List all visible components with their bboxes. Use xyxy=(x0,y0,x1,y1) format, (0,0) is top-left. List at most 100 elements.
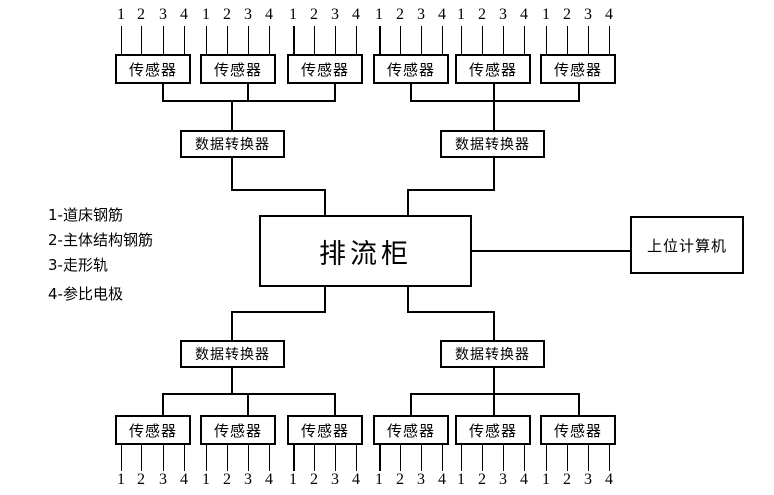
sensor-box[interactable]: 传感器 xyxy=(455,54,531,84)
sensor-box[interactable]: 传感器 xyxy=(115,54,191,84)
port-tick xyxy=(248,445,249,471)
port-number: 4 xyxy=(605,471,613,488)
port-tick xyxy=(356,445,357,471)
port-number: 2 xyxy=(396,6,404,23)
sensor-bus-line xyxy=(162,393,336,395)
data-converter-box[interactable]: 数据转换器 xyxy=(180,340,285,368)
converter-to-bus-line xyxy=(231,368,233,395)
converter-to-hub-line xyxy=(493,158,495,191)
drainage-cabinet-box[interactable]: 排流柜 xyxy=(259,215,472,287)
data-converter-box[interactable]: 数据转换器 xyxy=(440,340,545,368)
hub-to-converter-line xyxy=(407,311,495,313)
port-number: 4 xyxy=(352,6,360,23)
port-tick xyxy=(227,445,228,471)
converter-to-hub-line xyxy=(231,158,233,191)
port-number: 4 xyxy=(438,471,446,488)
port-tick xyxy=(184,26,185,54)
port-number: 3 xyxy=(159,6,167,23)
port-tick xyxy=(184,445,185,471)
sensor-drop-line xyxy=(578,393,580,415)
port-number: 1 xyxy=(457,471,465,488)
port-tick xyxy=(141,26,142,54)
port-number: 1 xyxy=(375,6,383,23)
port-number: 3 xyxy=(331,6,339,23)
sensor-box[interactable]: 传感器 xyxy=(540,415,616,445)
port-number: 1 xyxy=(289,6,297,23)
sensor-bus-line xyxy=(410,100,580,102)
bus-to-converter-line xyxy=(493,100,495,130)
sensor-box[interactable]: 传感器 xyxy=(200,54,276,84)
sensor-drop-line xyxy=(162,393,164,415)
sensor-box[interactable]: 传感器 xyxy=(200,415,276,445)
port-tick xyxy=(379,445,381,471)
port-number: 2 xyxy=(137,471,145,488)
port-tick xyxy=(293,445,295,471)
sensor-drop-line xyxy=(410,84,412,102)
port-tick xyxy=(609,26,610,54)
sensor-bus-line xyxy=(162,100,336,102)
data-converter-box[interactable]: 数据转换器 xyxy=(440,130,545,158)
port-tick xyxy=(400,445,401,471)
port-tick xyxy=(567,445,568,471)
sensor-box[interactable]: 传感器 xyxy=(287,54,363,84)
sensor-box[interactable]: 传感器 xyxy=(455,415,531,445)
hub-to-converter-line xyxy=(407,287,409,313)
port-tick xyxy=(400,26,401,54)
port-tick xyxy=(482,445,483,471)
port-number: 2 xyxy=(478,6,486,23)
port-tick xyxy=(442,26,443,54)
port-tick xyxy=(461,445,462,471)
port-tick xyxy=(335,26,336,54)
port-number: 3 xyxy=(417,471,425,488)
port-number: 1 xyxy=(202,471,210,488)
sensor-box[interactable]: 传感器 xyxy=(540,54,616,84)
port-tick xyxy=(314,26,315,54)
port-number: 2 xyxy=(310,6,318,23)
port-tick xyxy=(141,445,142,471)
port-number: 1 xyxy=(375,471,383,488)
sensor-box[interactable]: 传感器 xyxy=(287,415,363,445)
converter-to-hub-line xyxy=(231,189,326,191)
port-tick xyxy=(588,445,589,471)
port-tick xyxy=(421,445,422,471)
port-tick xyxy=(546,26,547,54)
port-tick xyxy=(293,26,295,54)
port-tick xyxy=(206,445,207,471)
port-number: 3 xyxy=(331,471,339,488)
port-tick xyxy=(121,26,122,54)
sensor-bus-line xyxy=(410,393,580,395)
converter-to-hub-line xyxy=(407,189,409,215)
port-number: 4 xyxy=(180,471,188,488)
port-tick xyxy=(503,26,504,54)
sensor-box[interactable]: 传感器 xyxy=(373,415,449,445)
host-computer-box[interactable]: 上位计算机 xyxy=(630,216,744,274)
port-number: 2 xyxy=(396,471,404,488)
sensor-drop-line xyxy=(493,393,495,415)
legend-item-2: 2-主体结构钢筋 xyxy=(48,231,153,249)
converter-to-hub-line xyxy=(324,189,326,215)
converter-to-hub-line xyxy=(407,189,495,191)
port-number: 1 xyxy=(542,6,550,23)
port-number: 4 xyxy=(520,6,528,23)
sensor-box[interactable]: 传感器 xyxy=(115,415,191,445)
sensor-drop-line xyxy=(578,84,580,102)
port-number: 1 xyxy=(289,471,297,488)
legend-item-4: 4-参比电极 xyxy=(48,285,123,303)
port-tick xyxy=(356,26,357,54)
port-number: 4 xyxy=(352,471,360,488)
port-tick xyxy=(503,445,504,471)
sensor-box[interactable]: 传感器 xyxy=(373,54,449,84)
legend-item-3: 3-走形轨 xyxy=(48,256,108,274)
port-number: 3 xyxy=(584,6,592,23)
port-tick xyxy=(269,445,270,471)
sensor-drop-line xyxy=(334,84,336,102)
port-tick xyxy=(588,26,589,54)
port-tick xyxy=(335,445,336,471)
data-converter-box[interactable]: 数据转换器 xyxy=(180,130,285,158)
hub-to-converter-line xyxy=(231,311,326,313)
port-tick xyxy=(379,26,381,54)
port-tick xyxy=(609,445,610,471)
port-tick xyxy=(227,26,228,54)
port-number: 3 xyxy=(244,6,252,23)
port-number: 3 xyxy=(584,471,592,488)
